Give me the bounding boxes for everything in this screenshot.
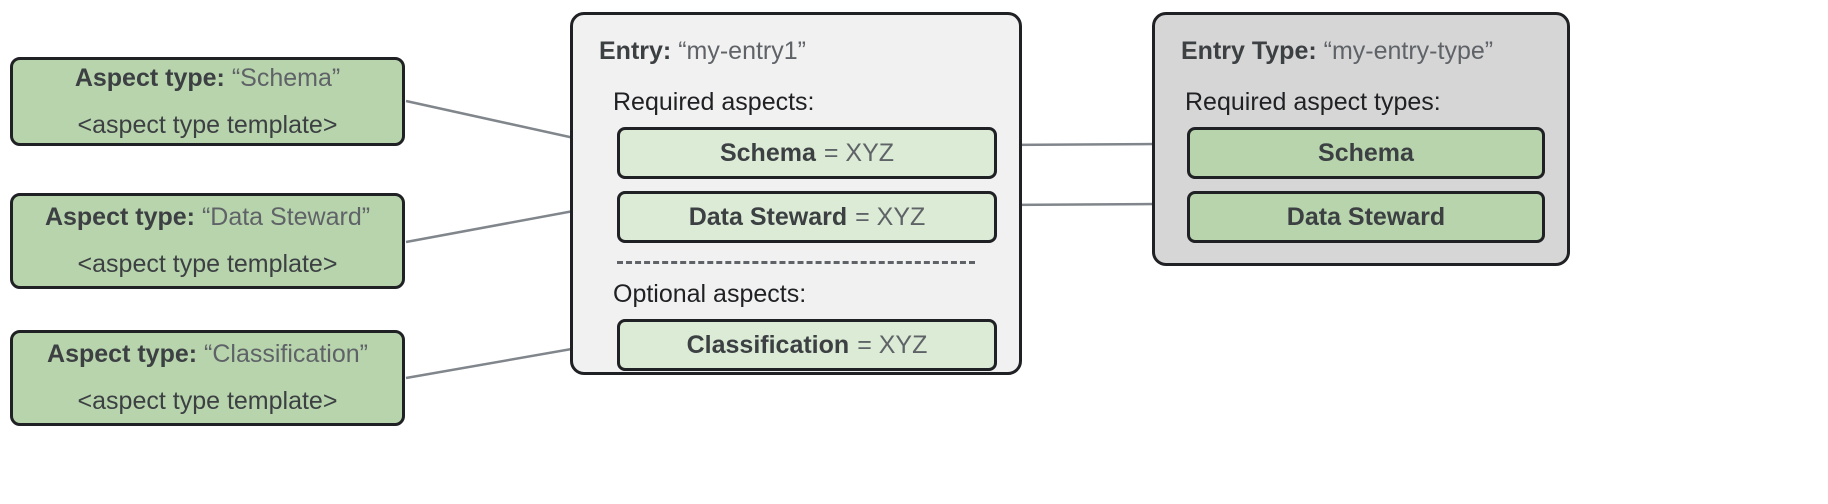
entry-required-aspect-data-steward-name: Data Steward [688, 202, 848, 231]
aspect-type-card-schema-template: <aspect type template> [77, 110, 338, 139]
aspect-type-card-classification-name: “Classification” [204, 340, 368, 368]
aspect-type-card-data-steward-label: Aspect type: [44, 203, 195, 231]
aspect-type-card-schema-name: “Schema” [231, 63, 341, 92]
aspect-type-card-classification[interactable]: Aspect type: “Classification” <aspect ty… [10, 330, 405, 426]
entry-type-panel[interactable]: Entry Type: “my-entry-type” Required asp… [1152, 12, 1570, 266]
entry-type-required-data-steward[interactable]: Data Steward [1187, 191, 1545, 243]
aspect-type-card-schema-title: Aspect type: “Schema” [75, 64, 340, 93]
entry-optional-aspect-classification-value: = XYZ [857, 330, 928, 359]
entry-required-aspect-schema-value: = XYZ [823, 138, 895, 167]
entry-type-required-schema[interactable]: Schema [1187, 127, 1545, 179]
entry-type-panel-name: “my-entry-type” [1323, 37, 1494, 65]
aspect-type-card-data-steward[interactable]: Aspect type: “Data Steward” <aspect type… [10, 193, 405, 289]
entry-panel-title: Entry: “my-entry1” [599, 37, 997, 66]
entry-type-panel-title: Entry Type: “my-entry-type” [1181, 37, 1545, 66]
entry-optional-aspects-heading: Optional aspects: [613, 280, 807, 308]
entry-panel[interactable]: Entry: “my-entry1” Required aspects: Sch… [570, 12, 1022, 375]
entry-optional-aspect-classification-name: Classification [686, 330, 850, 359]
entry-required-aspects-heading: Required aspects: [613, 88, 815, 116]
entry-required-aspect-schema-name: Schema [719, 138, 816, 167]
entry-panel-label: Entry: [599, 37, 672, 65]
aspect-type-card-classification-template: <aspect type template> [77, 387, 338, 415]
aspect-type-card-schema[interactable]: Aspect type: “Schema” <aspect type templ… [10, 57, 405, 146]
entry-required-aspect-data-steward[interactable]: Data Steward = XYZ [617, 191, 997, 243]
aspect-type-card-data-steward-name: “Data Steward” [201, 203, 371, 231]
entry-optional-aspect-classification[interactable]: Classification = XYZ [617, 319, 997, 371]
entry-panel-dashed-divider [617, 261, 975, 264]
aspect-type-card-classification-title: Aspect type: “Classification” [47, 340, 368, 369]
entry-panel-name: “my-entry1” [678, 37, 806, 65]
entry-type-required-heading: Required aspect types: [1185, 88, 1441, 116]
aspect-type-card-data-steward-template: <aspect type template> [77, 250, 338, 278]
entry-type-panel-label: Entry Type: [1181, 37, 1317, 65]
entry-required-aspect-schema[interactable]: Schema = XYZ [617, 127, 997, 179]
aspect-type-card-classification-label: Aspect type: [47, 340, 198, 368]
aspect-type-card-data-steward-title: Aspect type: “Data Steward” [45, 203, 370, 232]
aspect-type-card-schema-label: Aspect type: [74, 63, 225, 92]
entry-required-aspect-data-steward-value: = XYZ [855, 202, 926, 231]
